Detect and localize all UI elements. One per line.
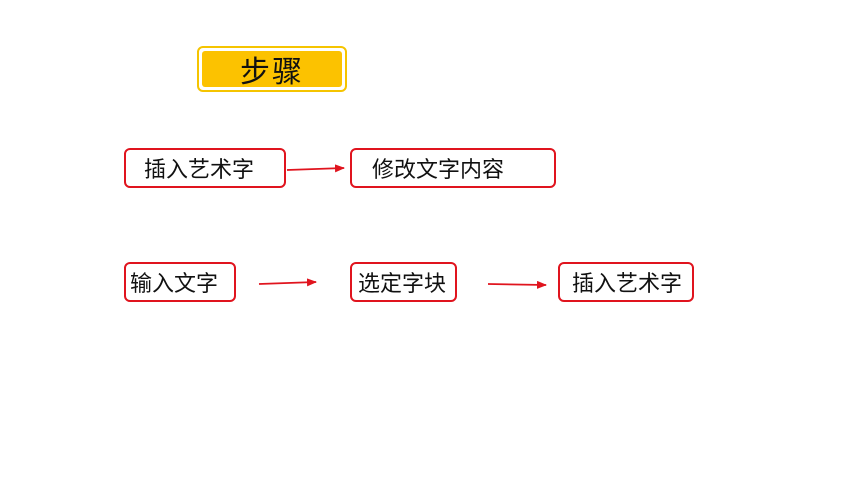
step-input-text: 输入文字 [124,262,236,302]
arrow-row2-1 [258,278,317,287]
step-insert-wordart-row2: 插入艺术字 [558,262,694,302]
step-edit-text-content: 修改文字内容 [350,148,556,188]
step-select-block: 选定字块 [350,262,457,302]
title-box: 步骤 [197,46,347,92]
diagram-title: 步骤 [202,51,342,90]
arrow-row1-1 [286,164,345,173]
arrow-row2-2 [487,280,547,289]
step-insert-wordart-row1: 插入艺术字 [124,148,286,188]
